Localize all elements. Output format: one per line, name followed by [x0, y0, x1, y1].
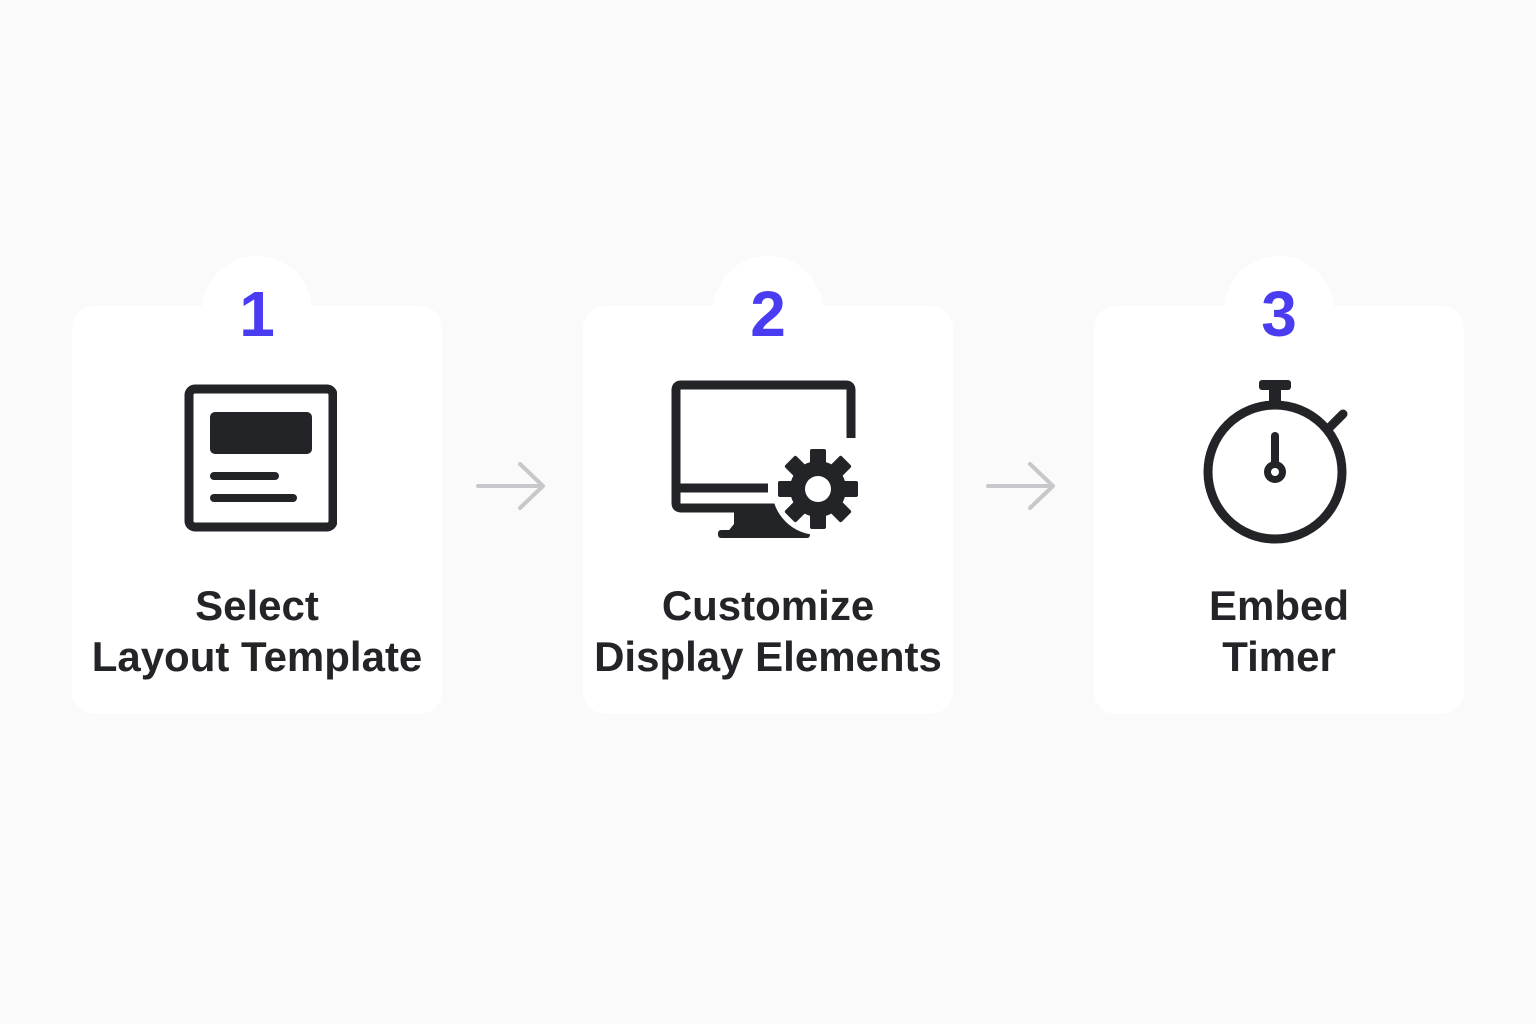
step-1: 1 Select Layout Template — [72, 256, 442, 714]
arrow-right-icon — [986, 462, 1055, 510]
step-3: 3 Embed Timer — [1094, 256, 1464, 714]
step-label: Customize Display Elements — [583, 580, 953, 682]
step-label-line-1: Embed — [1208, 582, 1350, 629]
step-label: Select Layout Template — [72, 580, 442, 682]
stopwatch-icon — [1094, 374, 1464, 554]
step-card — [1094, 306, 1464, 714]
layout-template-icon — [72, 374, 442, 554]
step-number: 1 — [239, 278, 275, 350]
step-label-line-1: Customize — [661, 582, 875, 629]
step-label-line-2: Timer — [1222, 633, 1336, 680]
step-2: 2 — [583, 256, 953, 714]
step-label: Embed Timer — [1094, 580, 1464, 682]
step-number: 2 — [750, 278, 786, 350]
arrow-right-icon — [476, 462, 545, 510]
monitor-gear-icon — [583, 374, 953, 554]
step-label-line-2: Layout Template — [91, 633, 423, 680]
step-number: 3 — [1261, 278, 1297, 350]
step-label-line-2: Display Elements — [594, 633, 942, 680]
step-label-line-1: Select — [195, 582, 319, 629]
step-card — [72, 306, 442, 714]
